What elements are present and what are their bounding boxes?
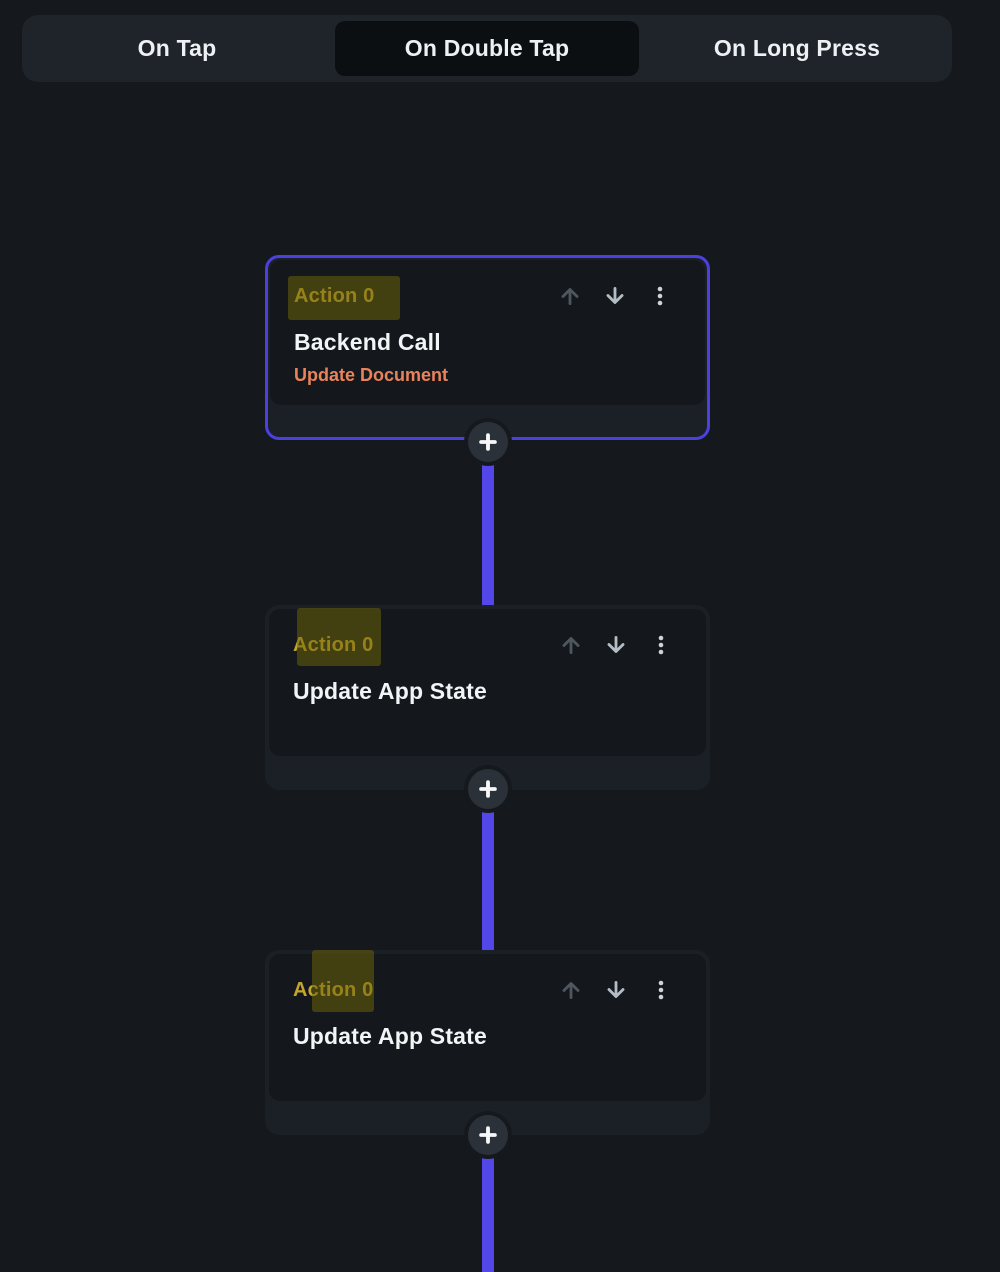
add-action-button[interactable] <box>468 769 508 809</box>
action-card-body: Action 0 Update App State <box>269 609 706 756</box>
flow-connector <box>482 1133 494 1272</box>
flow-connector <box>482 788 494 954</box>
action-card-body: Action 0 Backend Call Update Document <box>270 260 705 405</box>
action-title: Backend Call <box>294 329 441 355</box>
arrow-up-icon[interactable] <box>553 279 587 313</box>
gesture-tabbar: On Tap On Double Tap On Long Press <box>22 15 952 82</box>
arrow-down-icon[interactable] <box>599 973 633 1007</box>
arrow-down-icon[interactable] <box>598 279 632 313</box>
action-card-update-app-state[interactable]: Action 0 Update App State <box>265 950 710 1135</box>
arrow-up-icon[interactable] <box>554 628 588 662</box>
action-subtitle: Update Document <box>294 365 449 385</box>
kebab-menu-icon[interactable] <box>644 973 678 1007</box>
action-card-body: Action 0 Update App State <box>269 954 706 1101</box>
action-label: Action 0 <box>293 633 374 656</box>
kebab-menu-icon[interactable] <box>643 279 677 313</box>
action-card-update-app-state[interactable]: Action 0 Update App State <box>265 605 710 790</box>
tab-on-long-press[interactable]: On Long Press <box>713 35 881 61</box>
add-action-button[interactable] <box>468 422 508 462</box>
kebab-menu-icon[interactable] <box>644 628 678 662</box>
action-title: Update App State <box>293 678 488 704</box>
action-label: Action 0 <box>293 978 374 1001</box>
tab-on-double-tap[interactable]: On Double Tap <box>335 21 639 76</box>
arrow-down-icon[interactable] <box>599 628 633 662</box>
action-label: Action 0 <box>294 284 375 307</box>
action-card-backend-call[interactable]: Action 0 Backend Call Update Document <box>265 255 710 440</box>
action-title: Update App State <box>293 1023 488 1049</box>
arrow-up-icon[interactable] <box>554 973 588 1007</box>
flow-connector <box>482 440 494 607</box>
tab-on-tap[interactable]: On Tap <box>137 35 217 61</box>
add-action-button[interactable] <box>468 1115 508 1155</box>
